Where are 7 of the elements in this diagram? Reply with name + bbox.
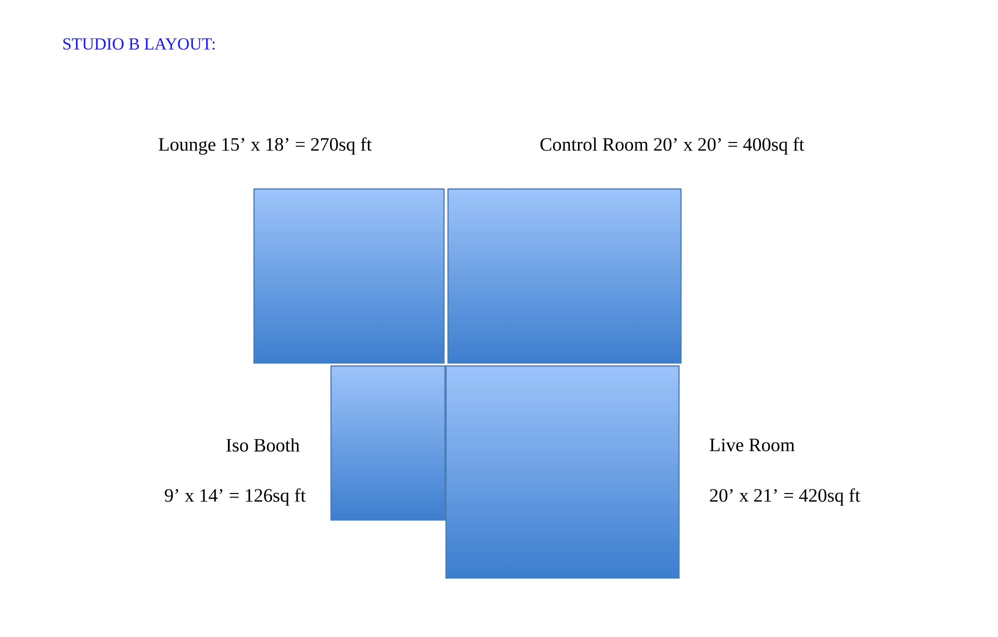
- room-label: 20’ x 21’ = 420sq ft: [710, 488, 860, 506]
- title: STUDIO B LAYOUT:: [63, 38, 215, 50]
- room-label: Control Room 20’ x 20’ = 400sq ft: [540, 137, 804, 155]
- room-label: Live Room: [710, 438, 795, 452]
- room-label: Lounge 15’ x 18’ = 270sq ft: [158, 137, 372, 155]
- room-label: Iso Booth: [226, 438, 300, 452]
- room-label: 9’ x 14’ = 126sq ft: [164, 488, 306, 506]
